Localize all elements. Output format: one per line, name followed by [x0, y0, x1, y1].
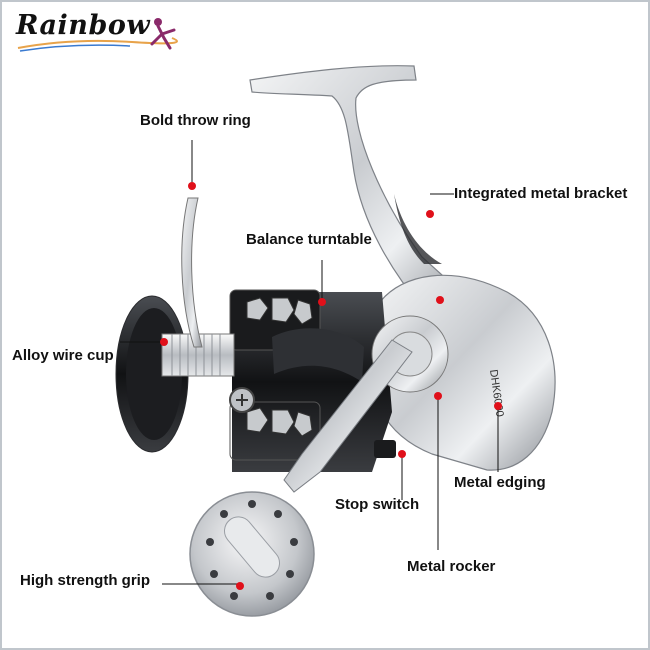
- label-stop-switch: Stop switch: [335, 496, 420, 513]
- label-rocker: Metal rocker: [407, 558, 496, 575]
- brand-logo: Rainbow: [12, 8, 182, 54]
- stop-switch: [374, 440, 396, 458]
- label-bracket: Integrated metal bracket: [454, 185, 628, 202]
- marker-body: [436, 296, 444, 304]
- callout-markers: [160, 182, 502, 590]
- marker-bracket: [426, 210, 434, 218]
- marker-stop-switch: [398, 450, 406, 458]
- marker-rocker: [434, 392, 442, 400]
- callout-lines: [120, 140, 499, 585]
- label-wire-cup: Alloy wire cup: [12, 347, 114, 364]
- label-throw-ring: Bold throw ring: [140, 112, 251, 129]
- label-edging: Metal edging: [454, 474, 546, 491]
- marker-grip: [236, 582, 244, 590]
- brand-swoosh-icon: [17, 18, 178, 52]
- marker-edging: [494, 402, 502, 410]
- metal-bracket: [249, 65, 474, 308]
- label-turntable: Balance turntable: [246, 231, 372, 248]
- alloy-wire-cup: [115, 295, 235, 453]
- marker-turntable: [318, 298, 326, 306]
- grip-knob: [189, 491, 315, 617]
- metal-rocker: [283, 315, 449, 493]
- label-grip: High strength grip: [20, 572, 150, 589]
- marker-throw-ring: [188, 182, 196, 190]
- throw-ring: [181, 197, 203, 348]
- marker-wire-cup: [160, 338, 168, 346]
- brand-name: Rainbow: [16, 10, 151, 41]
